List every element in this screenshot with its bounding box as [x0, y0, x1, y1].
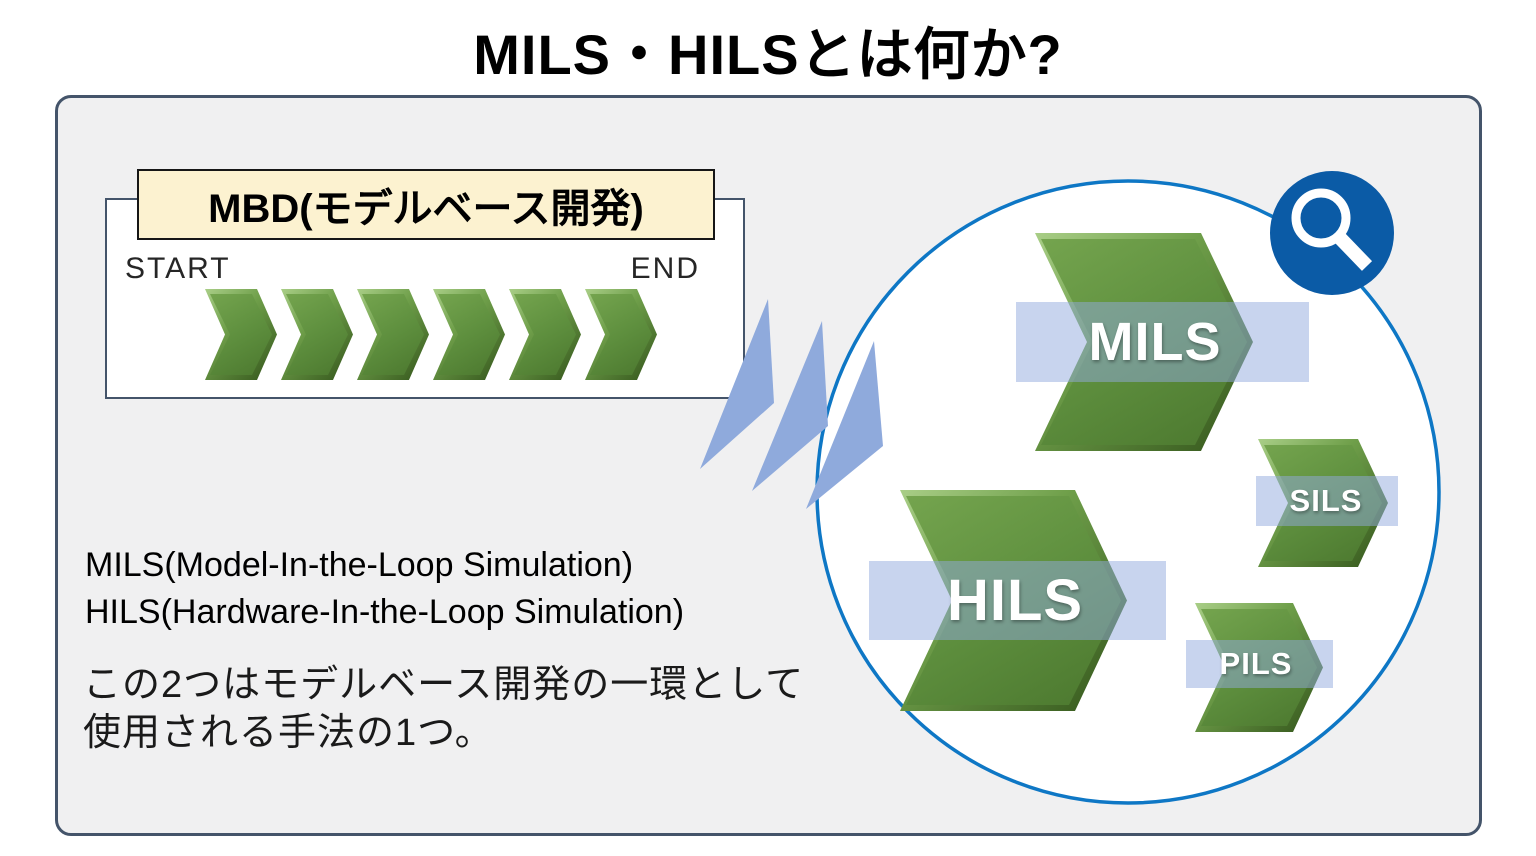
start-label: START	[125, 252, 231, 285]
note-line-2: 使用される手法の1つ。	[83, 712, 494, 754]
mils-highlight-band	[1016, 302, 1309, 382]
magnifier-icon	[1270, 171, 1394, 295]
hils-label: HILS	[946, 568, 1084, 633]
process-chevron	[509, 289, 581, 380]
sils-highlight-band	[1256, 476, 1398, 526]
mbd-label: MBD(モデルベース開発)	[137, 169, 715, 240]
mils-label: MILS	[1088, 312, 1222, 372]
process-chevron	[585, 289, 657, 380]
pils-label: PILS	[1219, 646, 1293, 681]
process-chevron	[281, 289, 353, 380]
process-chevron	[357, 289, 429, 380]
sils-label: SILS	[1289, 483, 1363, 518]
hils-definition: HILS(Hardware-In-the-Loop Simulation)	[85, 593, 685, 631]
pils-highlight-band	[1186, 640, 1333, 688]
process-chevron	[433, 289, 505, 380]
page-title: MILS・HILSとは何か?	[473, 23, 1063, 86]
end-label: END	[630, 252, 700, 285]
process-chevron-row	[205, 289, 665, 380]
mils-definition: MILS(Model-In-the-Loop Simulation)	[85, 546, 634, 584]
process-chevron	[205, 289, 277, 380]
hils-highlight-band	[869, 561, 1166, 640]
note-line-1: この2つはモデルベース開発の一環として	[83, 664, 805, 706]
